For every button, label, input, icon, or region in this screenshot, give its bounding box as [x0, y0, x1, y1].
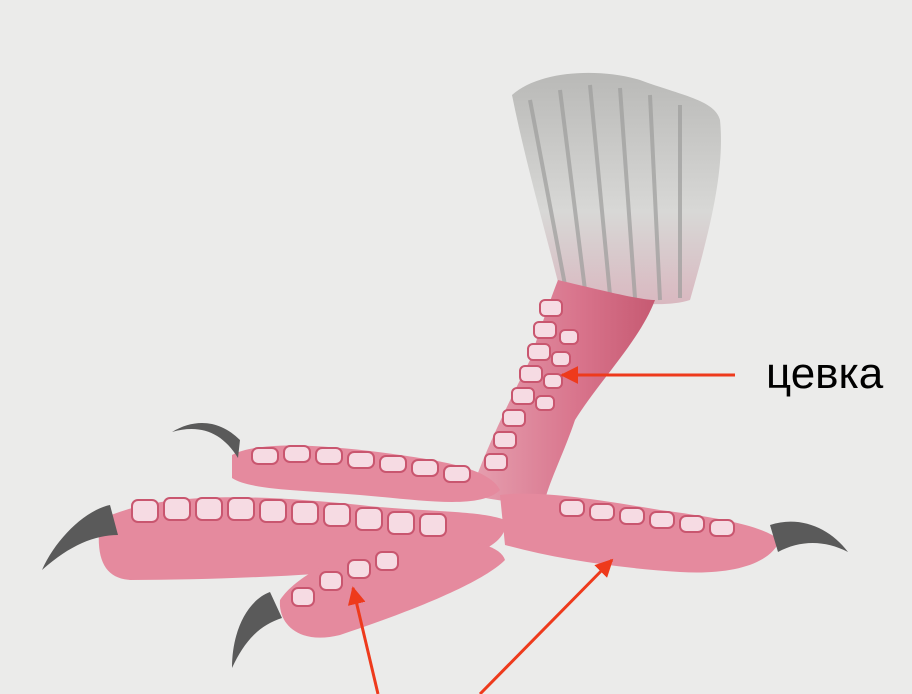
arrow-toe-right [480, 560, 612, 694]
feathers [512, 73, 721, 304]
toe-upper-left [172, 423, 500, 502]
tarsus-leg [470, 280, 655, 502]
label-tarsus: цевка [766, 352, 883, 396]
toe-right [500, 494, 848, 573]
